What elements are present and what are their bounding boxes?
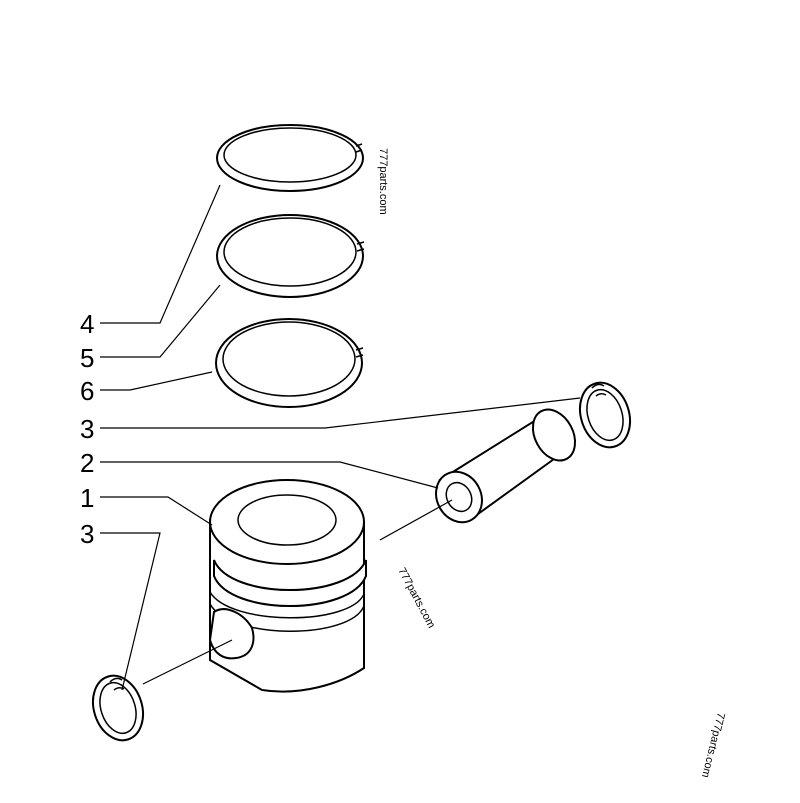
circlip-left	[92, 674, 144, 742]
callout-3-right: 3	[80, 414, 94, 444]
callout-1: 1	[80, 483, 94, 513]
leader-line-6	[100, 371, 213, 391]
leader-line-3-right	[100, 397, 581, 429]
callout-6: 6	[80, 376, 94, 406]
leader-line-2	[100, 461, 439, 489]
pin-axis-line	[379, 499, 453, 541]
callout-5: 5	[80, 343, 94, 373]
watermark-top: 777parts.com	[377, 148, 389, 215]
piston	[208, 479, 367, 693]
piston-ring-middle	[216, 214, 365, 298]
leader-line-3-left	[100, 532, 161, 691]
piston-pin	[435, 408, 577, 524]
callout-3-left: 3	[80, 519, 94, 549]
callout-labels: 4 5 6 3 2 1 3	[80, 309, 94, 549]
watermark-bottom: 777parts.com	[699, 711, 727, 779]
piston-ring-top	[216, 124, 364, 192]
callout-4: 4	[80, 309, 94, 339]
callout-2: 2	[80, 448, 94, 478]
leader-lines	[100, 184, 581, 691]
leader-line-4	[100, 184, 221, 324]
circlip-right	[579, 381, 631, 449]
leader-line-5	[100, 284, 221, 358]
pin-bore-axis-line	[142, 639, 233, 685]
watermark-middle: 777parts.com	[395, 566, 437, 630]
piston-ring-bottom	[215, 318, 364, 408]
leader-line-1	[100, 496, 213, 526]
